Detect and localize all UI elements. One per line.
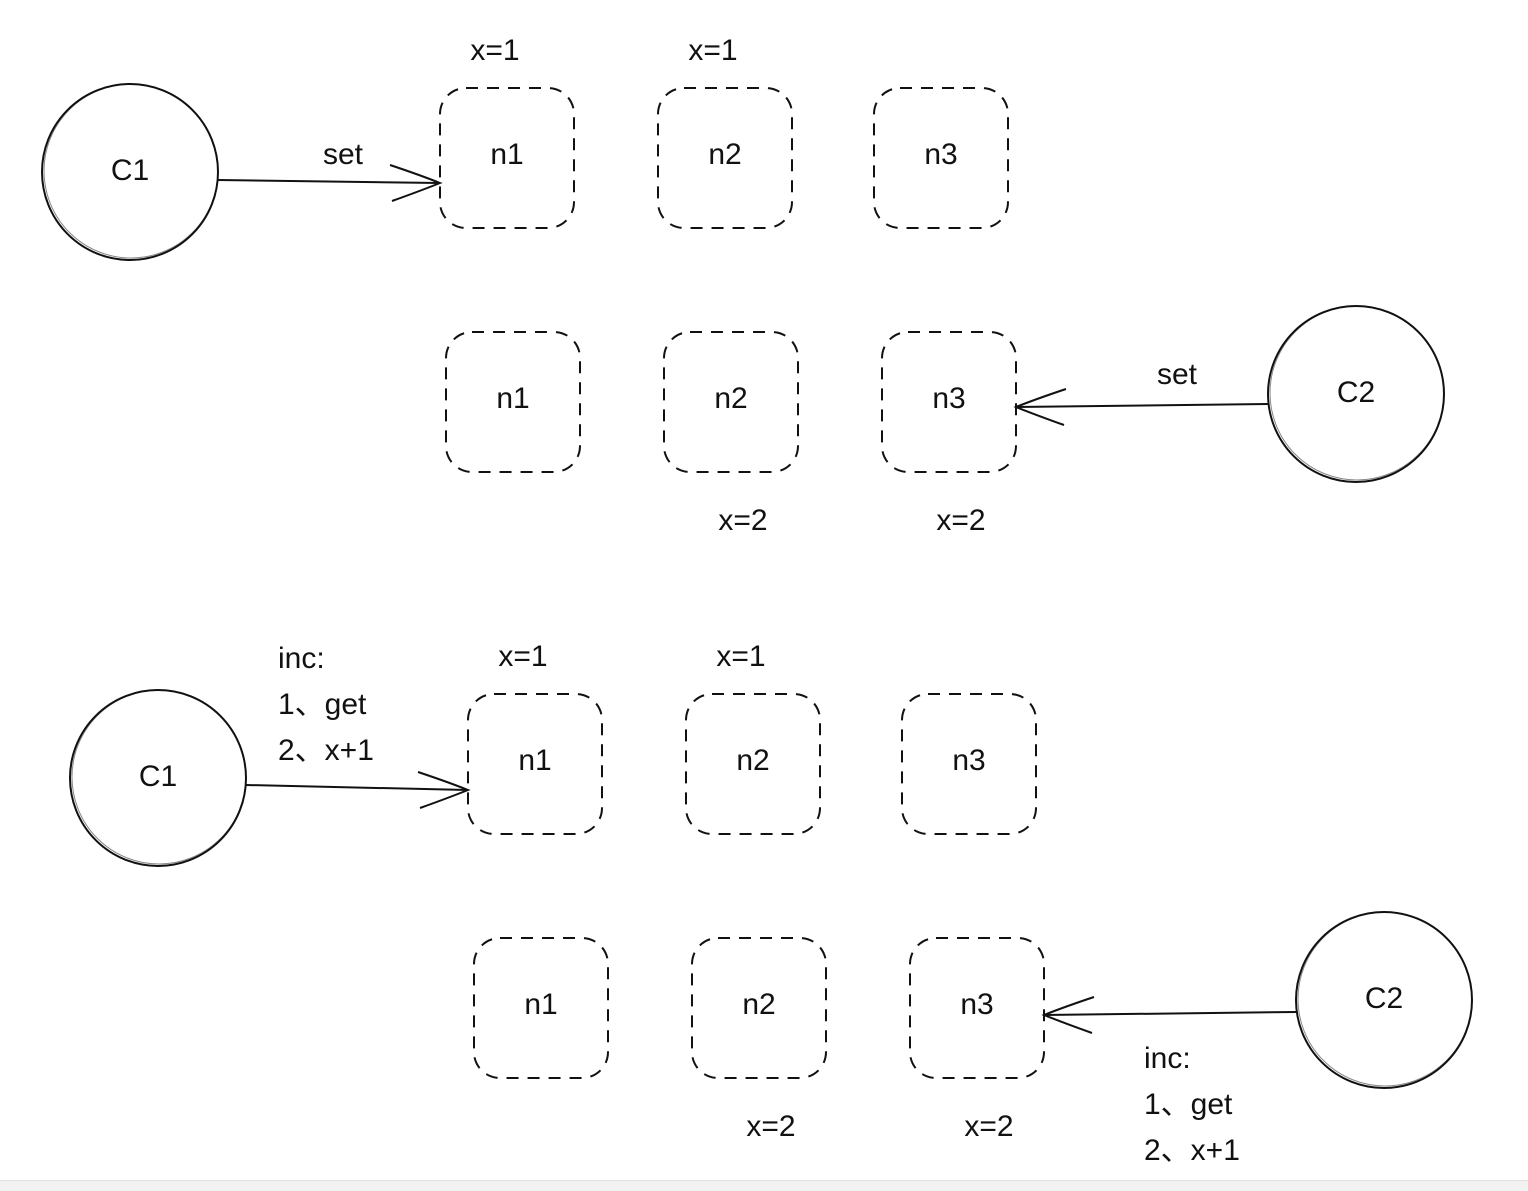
client-label: C1: [111, 154, 149, 187]
client-label: C1: [139, 760, 177, 793]
node-n1: n1 x=1: [439, 34, 575, 229]
node-label: n3: [932, 382, 965, 415]
node-n1: n1: [473, 937, 609, 1079]
node-n3: n3: [873, 87, 1009, 229]
node-n1: n1: [445, 331, 581, 473]
node-value: x=2: [718, 504, 767, 537]
panel-inc-scenario: n1 x=1 n2 x=1 n3 C1 inc: 1、get 2、x+1 n1 n2 x=2 n3 x=2…: [69, 640, 1473, 1167]
arrow-shaft: [245, 784, 469, 791]
operation-line: inc:: [278, 642, 325, 675]
node-label: n1: [524, 988, 557, 1021]
bottom-strip: [0, 1180, 1528, 1191]
node-value: x=1: [716, 640, 765, 673]
client-label: C2: [1337, 376, 1375, 409]
node-label: n2: [708, 138, 741, 171]
row-2: n1 n2 x=2 n3 x=2 C2 inc: 1、get 2、x+1: [473, 911, 1473, 1167]
node-label: n1: [518, 744, 551, 777]
client-C1: C1: [69, 689, 247, 867]
arrow-head: [389, 164, 443, 202]
arrow-shaft: [1043, 1011, 1297, 1016]
node-label: n3: [960, 988, 993, 1021]
row-2: n1 n2 x=2 n3 x=2 C2 set: [445, 305, 1445, 537]
arrow-head: [1013, 388, 1067, 426]
arrow-head: [417, 771, 471, 809]
client-circle-sketch: [1297, 911, 1473, 1087]
operation-label: inc: 1、get 2、x+1: [278, 642, 374, 767]
node-n2: n2 x=2: [691, 937, 827, 1143]
client-C2: C2: [1295, 911, 1473, 1089]
node-label: n3: [952, 744, 985, 777]
node-label: n2: [742, 988, 775, 1021]
node-n2: n2 x=2: [663, 331, 799, 537]
operation-text: set: [1157, 358, 1198, 391]
node-value: x=2: [936, 504, 985, 537]
node-label: n1: [496, 382, 529, 415]
operation-line: inc:: [1144, 1042, 1191, 1075]
operation-label: inc: 1、get 2、x+1: [1144, 1042, 1240, 1167]
node-n3: n3 x=2: [881, 331, 1017, 537]
arrow-shaft: [217, 179, 441, 184]
operation-line: 1、get: [278, 688, 367, 721]
arrow-C2-to-n3: [1041, 996, 1297, 1034]
arrow-C1-to-n1: [245, 771, 471, 809]
arrow-C1-to-n1: [217, 164, 443, 202]
node-value: x=1: [688, 34, 737, 67]
node-n3: n3 x=2: [909, 937, 1045, 1143]
client-label: C2: [1365, 982, 1403, 1015]
operation-line: 1、get: [1144, 1088, 1233, 1121]
node-value: x=2: [746, 1110, 795, 1143]
client-C1: C1: [41, 83, 219, 261]
node-value: x=2: [964, 1110, 1013, 1143]
operation-text: set: [323, 138, 364, 171]
operation-label: set: [323, 138, 364, 171]
row-1: n1 x=1 n2 x=1 n3 C1 inc: 1、get 2、x+1: [69, 640, 1037, 867]
node-value: x=1: [498, 640, 547, 673]
row-1: n1 x=1 n2 x=1 n3 C1 set: [41, 34, 1009, 261]
node-label: n3: [924, 138, 957, 171]
node-label: n1: [490, 138, 523, 171]
operation-label: set: [1157, 358, 1198, 391]
node-value: x=1: [470, 34, 519, 67]
arrow-shaft: [1015, 403, 1269, 408]
operation-line: 2、x+1: [1144, 1134, 1240, 1167]
panel-set-scenario: n1 x=1 n2 x=1 n3 C1 set n1 n2 x=2 n3 x=2 C2 set: [41, 34, 1445, 537]
node-n2: n2 x=1: [657, 34, 793, 229]
arrow-C2-to-n3: [1013, 388, 1269, 426]
client-C2: C2: [1267, 305, 1445, 483]
node-n1: n1 x=1: [467, 640, 603, 835]
operation-line: 2、x+1: [278, 734, 374, 767]
client-circle-sketch: [71, 689, 247, 865]
client-circle-sketch: [1269, 305, 1445, 481]
client-circle-sketch: [43, 83, 219, 259]
arrow-head: [1041, 996, 1095, 1034]
node-n2: n2 x=1: [685, 640, 821, 835]
node-label: n2: [736, 744, 769, 777]
node-label: n2: [714, 382, 747, 415]
node-n3: n3: [901, 693, 1037, 835]
